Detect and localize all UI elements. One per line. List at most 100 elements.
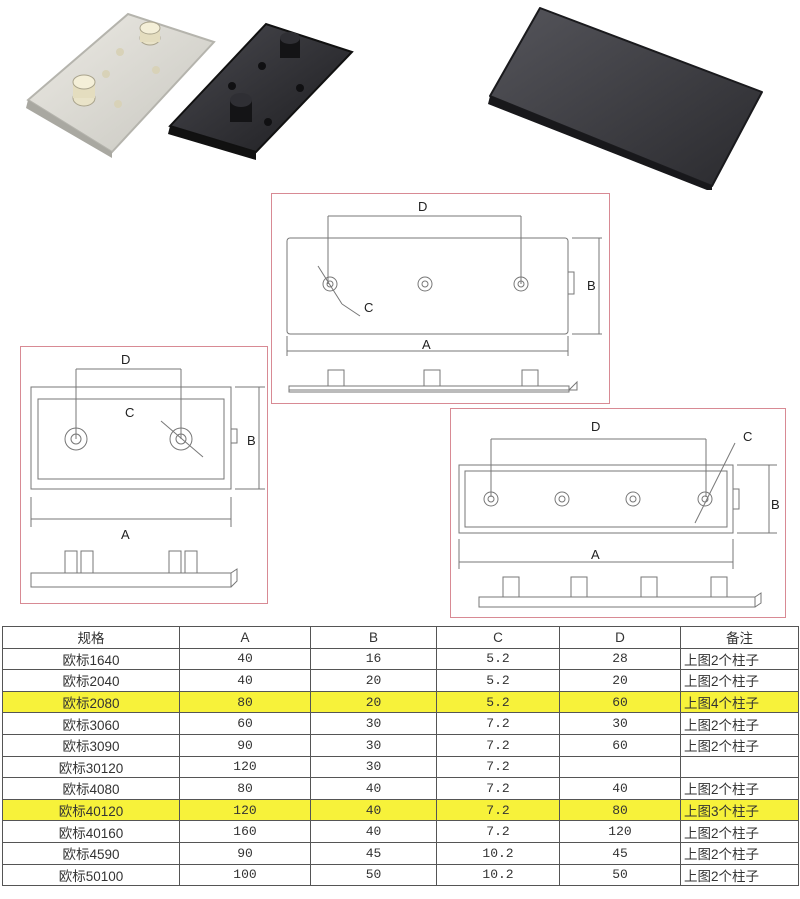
- cell-b: 16: [310, 647, 437, 671]
- left-label-a: A: [121, 527, 130, 542]
- right-label-c: C: [743, 429, 752, 444]
- cell-spec: 欧标1640: [2, 647, 180, 671]
- cell-a: 80: [179, 777, 311, 800]
- drawing-top: D C B A: [271, 193, 610, 404]
- cell-b: 50: [310, 863, 437, 887]
- cell-a: 40: [179, 669, 311, 692]
- cell-spec: 欧标4590: [2, 841, 180, 865]
- black-end-cap-front: [488, 7, 763, 190]
- cell-spec: 欧标4080: [2, 777, 180, 800]
- cell-c: 7.2: [436, 733, 560, 757]
- header-d: D: [559, 626, 681, 649]
- cell-c: 5.2: [436, 690, 560, 714]
- cell-a: 100: [179, 863, 311, 887]
- cell-a: 80: [179, 690, 311, 714]
- cell-spec: 欧标2080: [2, 690, 180, 714]
- header-a: A: [179, 626, 311, 649]
- cell-c: 7.2: [436, 820, 560, 843]
- cell-a: 120: [179, 798, 311, 822]
- cell-d: 60: [559, 690, 681, 714]
- right-label-b: B: [771, 497, 780, 512]
- cell-note: 上图2个柱子: [680, 863, 799, 887]
- cell-c: 7.2: [436, 712, 560, 735]
- drawing-right-svg: D C B A: [458, 419, 780, 608]
- grey-end-cap: [26, 12, 216, 158]
- cell-a: 90: [179, 841, 311, 865]
- cell-b: 45: [310, 841, 437, 865]
- cell-d: 120: [559, 820, 681, 843]
- right-label-d: D: [591, 419, 600, 434]
- cell-d: 45: [559, 841, 681, 865]
- cell-a: 90: [179, 733, 311, 757]
- drawing-left: D C B A: [20, 346, 268, 604]
- cell-a: 60: [179, 712, 311, 735]
- product-photos-svg: [26, 7, 763, 190]
- cell-c: 10.2: [436, 863, 560, 887]
- cell-c: 7.2: [436, 777, 560, 800]
- cell-spec: 欧标50100: [2, 863, 180, 887]
- top-label-c: C: [364, 300, 373, 315]
- cell-note: 上图2个柱子: [680, 820, 799, 843]
- drawing-left-svg: D C B A: [30, 352, 265, 588]
- cell-c: 7.2: [436, 755, 560, 779]
- cell-d: 28: [559, 647, 681, 671]
- cell-note: 上图2个柱子: [680, 712, 799, 735]
- cell-spec: 欧标2040: [2, 669, 180, 692]
- header-note: 备注: [680, 626, 799, 649]
- cell-note: [680, 755, 799, 779]
- cell-d: 60: [559, 733, 681, 757]
- cell-note: 上图2个柱子: [680, 841, 799, 865]
- left-label-c: C: [125, 405, 134, 420]
- cell-a: 120: [179, 755, 311, 779]
- drawing-right: D C B A: [450, 408, 786, 618]
- cell-d: 40: [559, 777, 681, 800]
- cell-b: 20: [310, 690, 437, 714]
- cell-b: 40: [310, 798, 437, 822]
- cell-c: 5.2: [436, 669, 560, 692]
- top-label-d: D: [418, 199, 427, 214]
- top-label-b: B: [587, 278, 596, 293]
- cell-spec: 欧标40160: [2, 820, 180, 843]
- table-header-row: 规格 A B C D 备注: [2, 626, 799, 649]
- header-spec: 规格: [2, 626, 180, 649]
- cell-note: 上图2个柱子: [680, 647, 799, 671]
- header-b: B: [310, 626, 437, 649]
- cell-b: 40: [310, 777, 437, 800]
- black-end-cap-back: [168, 22, 354, 160]
- cell-note: 上图4个柱子: [680, 690, 799, 714]
- cell-spec: 欧标3090: [2, 733, 180, 757]
- cell-note: 上图3个柱子: [680, 798, 799, 822]
- cell-d: [559, 755, 681, 779]
- top-label-a: A: [422, 337, 431, 352]
- product-photos: [0, 0, 800, 190]
- cell-b: 40: [310, 820, 437, 843]
- cell-note: 上图2个柱子: [680, 733, 799, 757]
- cell-a: 160: [179, 820, 311, 843]
- cell-note: 上图2个柱子: [680, 669, 799, 692]
- left-label-b: B: [247, 433, 256, 448]
- right-label-a: A: [591, 547, 600, 562]
- header-c: C: [436, 626, 560, 649]
- left-label-d: D: [121, 352, 130, 367]
- cell-c: 10.2: [436, 841, 560, 865]
- cell-a: 40: [179, 647, 311, 671]
- cell-b: 30: [310, 733, 437, 757]
- cell-b: 30: [310, 755, 437, 779]
- drawing-top-svg: D C B A: [286, 199, 602, 393]
- cell-b: 20: [310, 669, 437, 692]
- cell-c: 7.2: [436, 798, 560, 822]
- cell-d: 50: [559, 863, 681, 887]
- cell-d: 20: [559, 669, 681, 692]
- cell-spec: 欧标30120: [2, 755, 180, 779]
- cell-c: 5.2: [436, 647, 560, 671]
